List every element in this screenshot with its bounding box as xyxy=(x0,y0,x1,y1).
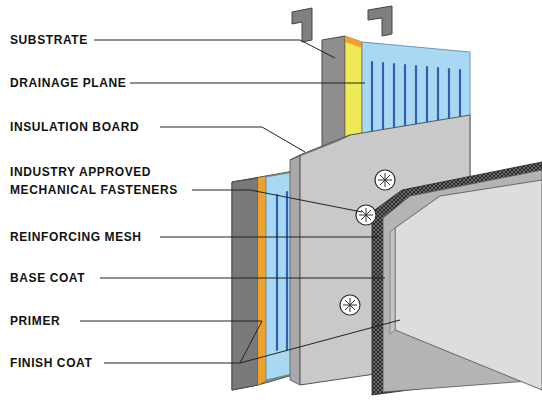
part-label: PRIMER xyxy=(10,312,170,330)
primer-edge xyxy=(258,177,266,385)
base-coat xyxy=(383,170,542,392)
part-label: DRAINAGE PLANE xyxy=(10,74,170,92)
leader-line xyxy=(80,40,400,363)
substrate-edge xyxy=(232,178,258,390)
primer-top xyxy=(345,36,362,48)
finish-coat xyxy=(395,180,542,390)
part-label: FINISH COAT xyxy=(10,354,170,372)
part-label: SUBSTRATE xyxy=(10,31,170,49)
part-label: BASE COAT xyxy=(10,269,170,287)
fastener xyxy=(340,295,360,315)
part-label: INSULATION BOARD xyxy=(10,118,180,136)
part-label: REINFORCING MESH xyxy=(10,228,180,246)
reinforcing-mesh xyxy=(372,162,542,395)
fastener xyxy=(356,205,376,225)
part-label: INDUSTRY APPROVED MECHANICAL FASTENERS xyxy=(10,163,188,199)
finish-edge xyxy=(390,228,395,334)
insulation-top xyxy=(290,135,350,160)
insulation-edge xyxy=(290,155,300,385)
fastener xyxy=(375,170,395,190)
